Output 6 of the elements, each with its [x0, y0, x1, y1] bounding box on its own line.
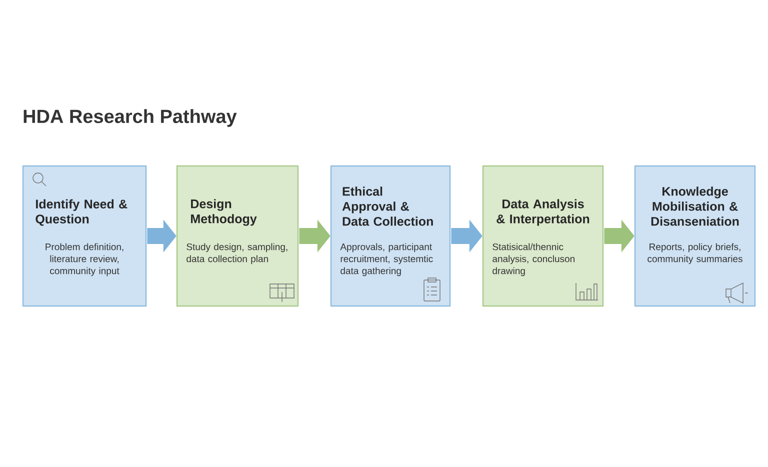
title: HDA Research Pathway [24, 109, 237, 127]
process-box: Design Methodogy Study design, sampling, data collection plan [176, 165, 299, 307]
process-box: Data Analysis & Interpertation Statisical/thennic analysis, concluson drawing [482, 165, 604, 307]
process-box: Ethical Approval & Data Collection Approvals, participant recruitment, systemtic data gathering [330, 165, 451, 307]
process-box: Identify Need & Question Problem definition, literature review, community input [22, 165, 147, 307]
process-box: Knowledge Mobilisation & Disanseniation Reports, policy briefs, community summaries [634, 165, 756, 307]
